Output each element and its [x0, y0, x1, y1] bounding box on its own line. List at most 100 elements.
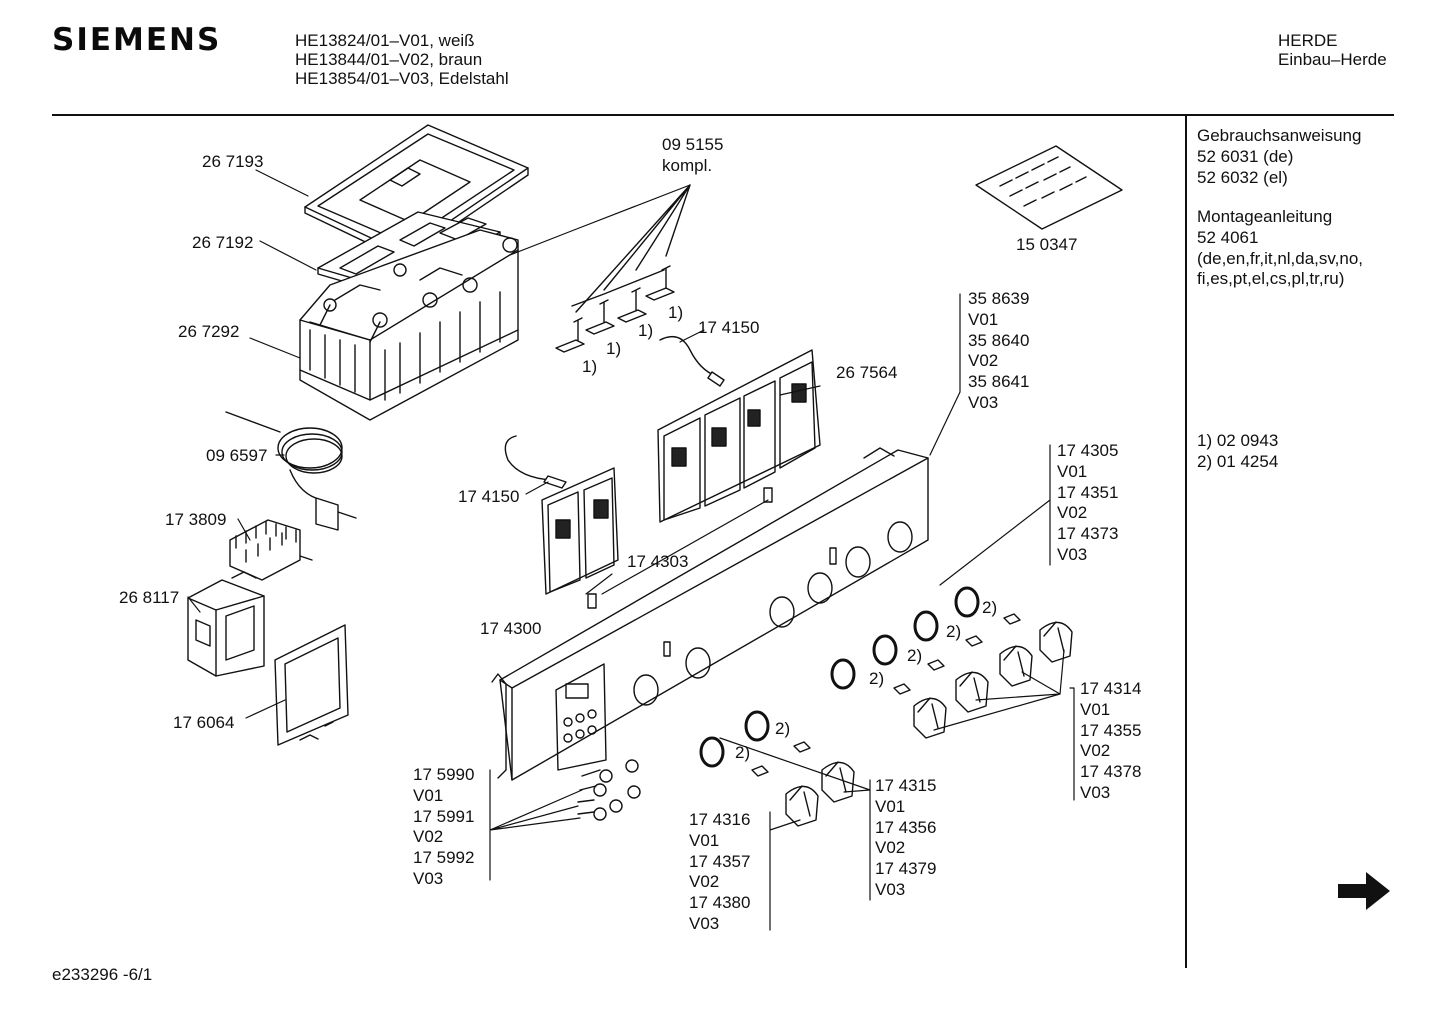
part-list-item: V01	[1080, 699, 1111, 719]
touch-module-part	[657, 349, 821, 523]
part-list-item: 35 8640	[968, 330, 1030, 350]
part-list-control-knob: 17 4314 V01 17 4355 V02 17 4378 V03	[1080, 679, 1141, 804]
assembly-block: Montageanleitung 52 4061 (de,en,fr,it,nl…	[1197, 207, 1363, 290]
switch-contact-set-part	[555, 184, 691, 353]
assembly-title: Montageanleitung	[1197, 207, 1333, 226]
footnote-marker-1: 1)	[582, 357, 598, 376]
part-label-screw-kit: 15 0347	[1016, 235, 1078, 254]
timer-module-part	[187, 571, 265, 677]
clip-part	[751, 613, 1021, 777]
part-list-item: V02	[1057, 503, 1088, 523]
footnote-marker-2: 2)	[907, 646, 923, 665]
part-label-trim-frame: 26 7193	[202, 152, 264, 171]
part-list-item: V01	[689, 830, 720, 850]
manual-block: Gebrauchsanweisung 52 6031 (de) 52 6032 …	[1197, 126, 1361, 188]
footnote-line: 1) 02 0943	[1197, 431, 1279, 450]
part-list-item: V03	[875, 879, 906, 899]
part-list-item: 17 4380	[689, 893, 751, 913]
part-list-item: 17 4356	[875, 817, 937, 837]
footnote-marker-1: 1)	[668, 303, 684, 322]
footnote-marker-2: 2)	[735, 743, 751, 762]
part-label-selector-switch: 17 3809	[165, 510, 227, 529]
part-list-item: 17 5992	[413, 848, 475, 868]
part-list-item: 17 4314	[1080, 679, 1142, 698]
control-panel-part	[491, 447, 929, 781]
temperature-sensor-part	[225, 411, 357, 531]
part-list-item: V03	[1057, 544, 1088, 564]
part-label-complete-set: kompl.	[662, 156, 713, 175]
footnote-marker-1: 1)	[638, 321, 654, 340]
part-list-item: 17 4373	[1057, 524, 1119, 544]
footnote-block: 1) 02 0943 2) 01 4254	[1197, 431, 1278, 473]
manual-number: 52 6032 (el)	[1197, 167, 1288, 187]
part-label-wire-upper: 17 4150	[698, 318, 760, 337]
part-list-item: V01	[1057, 461, 1088, 481]
part-label-small-touch-module-a: 17 4300	[480, 619, 542, 638]
manual-number: 52 6031 (de)	[1197, 146, 1294, 166]
part-list-knob-middle: 17 4315 V01 17 4356 V02 17 4379 V03	[875, 776, 936, 901]
part-label-touch-module: 26 7564	[836, 363, 898, 382]
part-list-item: V01	[413, 785, 444, 805]
part-list-item: V02	[1080, 741, 1111, 761]
model-list: HE13824/01–V01, weiß HE13844/01–V02, bra…	[295, 31, 509, 88]
screw-kit-bag-part	[975, 145, 1123, 230]
document-id: e233296 -6/1	[52, 965, 153, 984]
model-line: HE13854/01–V03, Edelstahl	[295, 69, 509, 88]
part-list-item: V02	[413, 827, 444, 847]
assembly-line: fi,es,pt,el,cs,pl,tr,ru)	[1197, 269, 1345, 289]
part-list-item: V01	[968, 309, 999, 329]
knob-ring-part	[699, 586, 980, 768]
display-frame-part	[274, 624, 349, 746]
push-button-part	[577, 759, 641, 821]
part-list-item: V01	[875, 796, 906, 816]
part-list-item: 17 4355	[1080, 720, 1142, 740]
part-list-item: 35 8641	[968, 372, 1030, 392]
part-list-item: 17 4305	[1057, 441, 1119, 460]
part-list-item: 17 4316	[689, 810, 751, 829]
control-housing-part	[299, 229, 519, 421]
header-divider	[52, 114, 1394, 116]
model-line: HE13844/01–V02, braun	[295, 50, 483, 69]
brand-logo: SIEMENS	[52, 22, 222, 58]
manual-title: Gebrauchsanweisung	[1197, 126, 1362, 145]
model-line: HE13824/01–V01, weiß	[295, 31, 475, 50]
part-list-item: V03	[1080, 782, 1111, 802]
part-list-push-button: 17 5990 V01 17 5991 V02 17 5992 V03	[413, 765, 474, 890]
diagram-drawing	[187, 124, 1123, 931]
part-list-item: 17 4378	[1080, 762, 1142, 782]
part-list-item: V03	[413, 868, 444, 888]
part-list-item: V02	[875, 838, 906, 858]
part-list-item: 17 5991	[413, 806, 475, 826]
footnote-line: 2) 01 4254	[1197, 451, 1279, 471]
part-list-item: V03	[689, 913, 720, 933]
part-list-item: 35 8639	[968, 289, 1030, 308]
part-list-item: 17 4351	[1057, 482, 1119, 502]
part-label-control-housing: 26 7292	[178, 322, 240, 341]
part-label-temperature-sensor: 09 6597	[206, 446, 268, 465]
category-subtitle: Einbau–Herde	[1278, 50, 1387, 69]
part-list-item: V02	[968, 351, 999, 371]
arrow-right-icon[interactable]	[1336, 870, 1392, 912]
part-list-item: V02	[689, 872, 720, 892]
part-list-knob-ring: 17 4305 V01 17 4351 V02 17 4373 V03	[1057, 441, 1118, 566]
part-label-display-frame: 17 6064	[173, 713, 235, 732]
part-label-wire-lower: 17 4150	[458, 487, 520, 506]
category-title: HERDE	[1278, 31, 1338, 50]
selector-switch-part	[229, 519, 313, 581]
part-label-small-touch-module-b: 17 4303	[627, 552, 689, 571]
part-list-item: 17 4379	[875, 859, 937, 879]
part-list-item: 17 5990	[413, 765, 475, 784]
footnote-marker-2: 2)	[869, 669, 885, 688]
part-list-item: V03	[968, 392, 999, 412]
footnote-marker-2: 2)	[946, 622, 962, 641]
assembly-line: (de,en,fr,it,nl,da,sv,no,	[1197, 248, 1363, 268]
part-label-switch-contacts: 09 5155	[662, 135, 724, 154]
footnote-marker-2: 2)	[775, 719, 791, 738]
sidebar-divider	[1185, 116, 1187, 968]
part-list-knob-left: 17 4316 V01 17 4357 V02 17 4380 V03	[689, 810, 750, 935]
part-list-control-panel: 35 8639 V01 35 8640 V02 35 8641 V03	[968, 289, 1029, 414]
part-label-mounting-plate: 26 7192	[192, 233, 254, 252]
leader-lines	[187, 169, 1075, 931]
part-label-timer-module: 26 8117	[119, 588, 180, 607]
